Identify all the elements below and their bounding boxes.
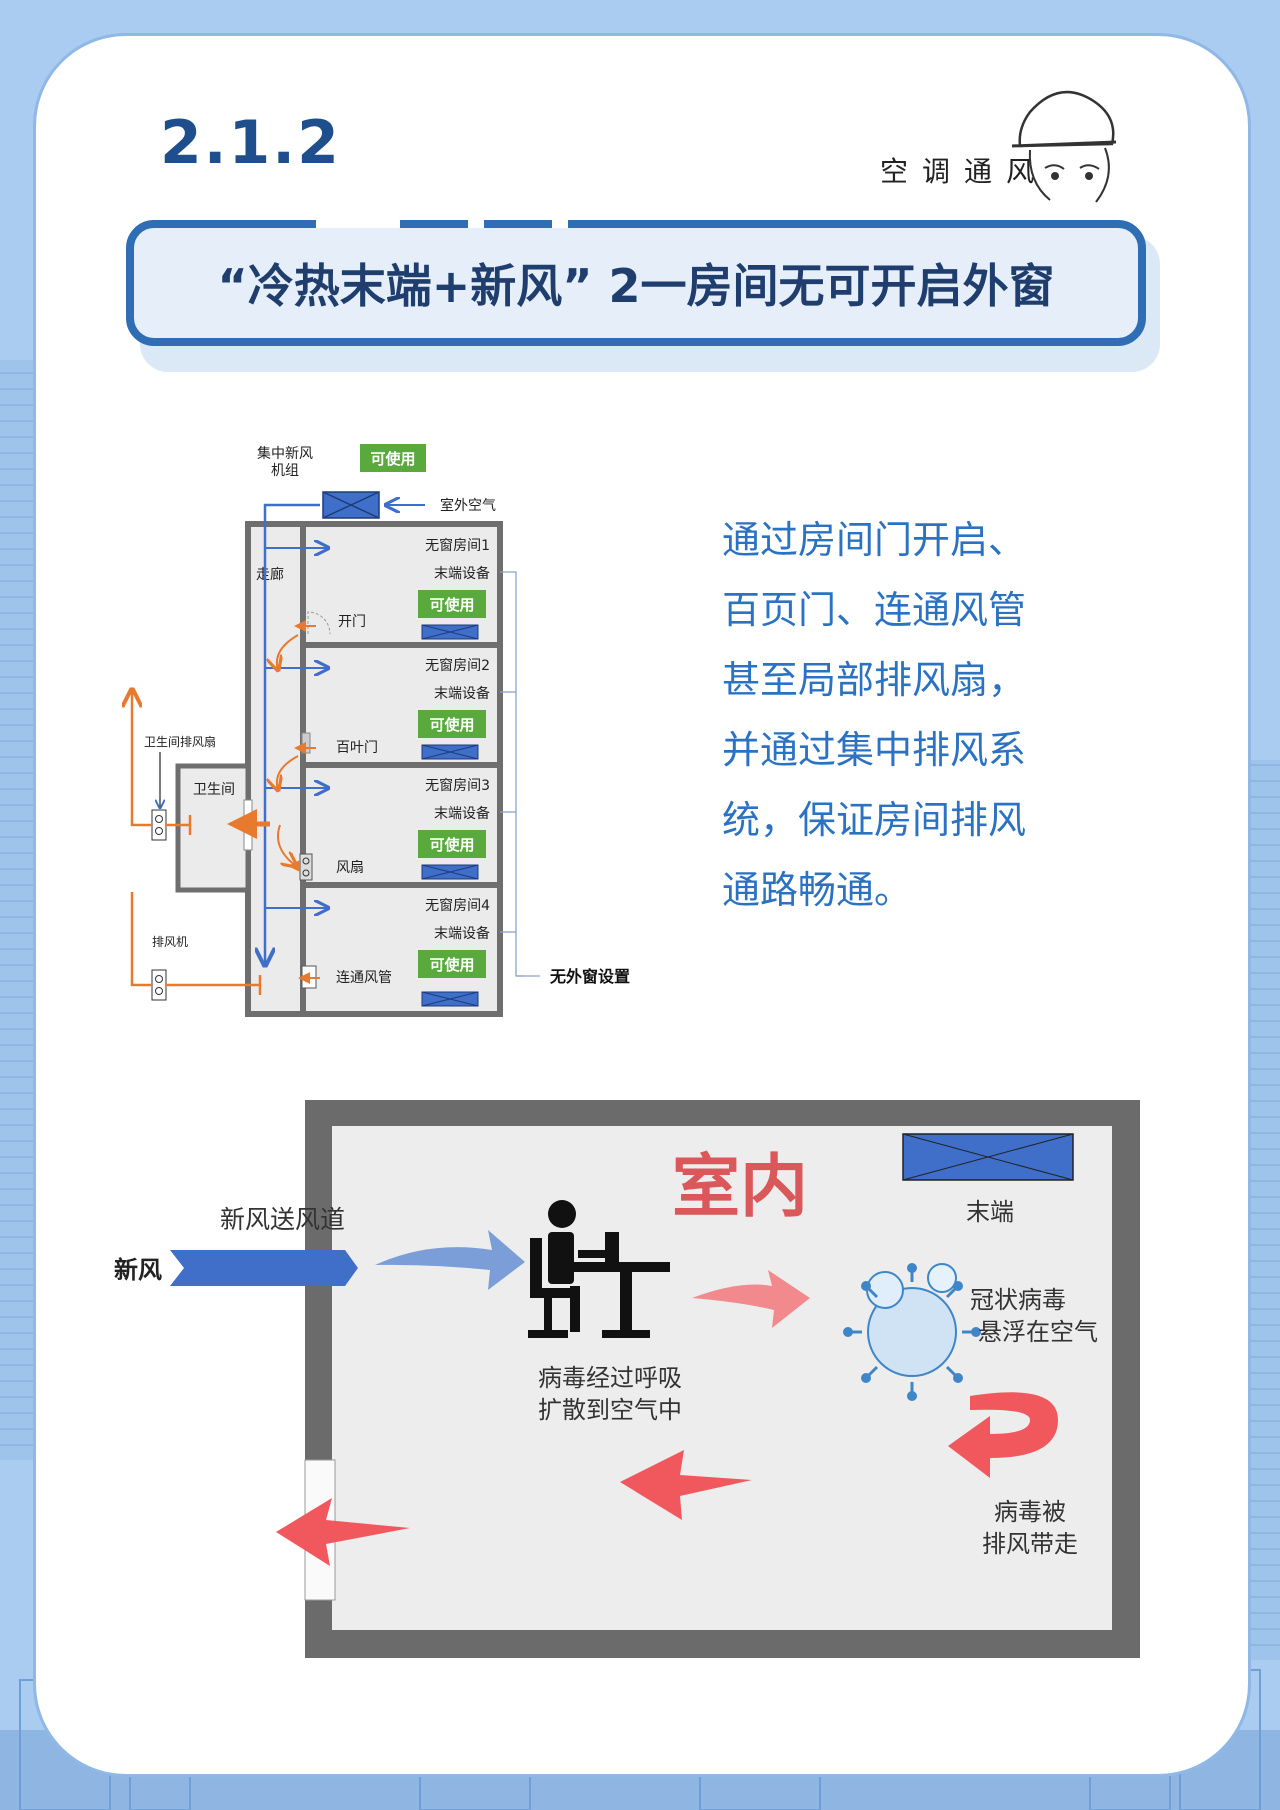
room-2: 无窗房间2 末端设备 可使用 百叶门 — [301, 657, 490, 760]
room-device: 末端设备 — [434, 685, 490, 702]
room-name: 无窗房间4 — [425, 897, 490, 914]
virus-removed-label: 病毒被 — [994, 1498, 1066, 1526]
room-name: 无窗房间1 — [425, 537, 490, 554]
unit-label: 集中新风 — [257, 445, 313, 462]
page-title: “冷热末端+新风” 2一房间无可开启外窗 — [217, 259, 1055, 313]
virus-spread-label: 病毒经过呼吸 — [538, 1364, 682, 1392]
title-box — [126, 220, 1146, 346]
title-frame-gap — [316, 214, 400, 228]
room-device: 末端设备 — [434, 805, 490, 822]
no-window-label: 无外窗设置 — [549, 967, 630, 986]
description-line: 统，保证房间排风 — [722, 798, 1027, 842]
description-line: 通过房间门开启、 — [722, 518, 1027, 562]
room-name: 无窗房间2 — [425, 657, 490, 674]
virus-spread-label: 扩散到空气中 — [538, 1396, 682, 1424]
room-airflow-diagram: 室内 末端 新风送风道 新风 病毒经过呼吸 扩散到空气中 — [114, 1100, 1140, 1658]
inflow-arrow — [375, 1230, 525, 1290]
available-badge — [360, 444, 426, 472]
room-interior — [332, 1126, 1112, 1630]
exhaust-fan-label: 排风机 — [152, 935, 188, 949]
room-opening: 风扇 — [336, 860, 364, 876]
room-1: 无窗房间1 末端设备 可使用 开门 — [307, 537, 490, 640]
fresh-air-label: 新风 — [114, 1256, 162, 1284]
supply-duct-label: 新风送风道 — [220, 1205, 345, 1234]
coronavirus-icon — [843, 1263, 981, 1401]
room-name: 无窗房间3 — [425, 777, 490, 794]
room-opening: 连通风管 — [336, 970, 392, 986]
description-line: 通路畅通。 — [722, 868, 913, 912]
outdoor-air-label: 室外空气 — [440, 497, 496, 514]
exhaust-arrow — [620, 1450, 752, 1520]
room-badge: 可使用 — [429, 956, 474, 974]
logo-text: 空调通风 — [880, 155, 1049, 188]
description-line: 甚至局部排风扇， — [722, 658, 1027, 702]
section-number: 2.1.2 — [160, 108, 341, 178]
title-frame-gap — [552, 214, 568, 228]
room-badge: 可使用 — [429, 596, 474, 614]
terminal-label: 末端 — [966, 1198, 1014, 1226]
exhaust-fan-icon — [151, 969, 167, 1001]
available-badge-label: 可使用 — [370, 450, 415, 468]
toilet-label: 卫生间 — [193, 782, 235, 798]
room-device: 末端设备 — [434, 925, 490, 942]
unit-label: 机组 — [271, 463, 299, 479]
room-opening: 开门 — [338, 614, 366, 630]
room-device: 末端设备 — [434, 565, 490, 582]
exhaust-out-arrow — [276, 1498, 410, 1566]
description: 通过房间门开启、 百页门、连通风管 甚至局部排风扇， 并通过集中排风系 统，保证… — [722, 505, 1052, 925]
title-frame-gap — [468, 214, 484, 228]
u-turn-arrow — [948, 1392, 1058, 1478]
room-badge: 可使用 — [429, 836, 474, 854]
virus-float-label: 冠状病毒 — [970, 1286, 1066, 1314]
person-at-desk-icon — [528, 1200, 670, 1338]
room-badge: 可使用 — [429, 716, 474, 734]
toilet-fan-icon — [151, 809, 167, 841]
indoor-label: 室内 — [672, 1148, 808, 1227]
corridor-label: 走廊 — [256, 566, 284, 583]
room-opening: 百叶门 — [336, 740, 378, 756]
virus-removed-label: 排风带走 — [982, 1530, 1078, 1558]
fresh-air-duct-arrow — [170, 1250, 358, 1286]
background-building-left — [0, 360, 40, 1460]
description-line: 并通过集中排风系 — [722, 728, 1027, 772]
floor-plan-diagram: 集中新风 机组 可使用 室外空气 走廊 无窗房间1 末端设备 可使用 开门 无窗… — [120, 444, 630, 1017]
spread-arrow — [692, 1270, 810, 1328]
room-3: 无窗房间3 末端设备 可使用 风扇 — [299, 777, 490, 881]
toilet-fan-label: 卫生间排风扇 — [144, 734, 216, 749]
logo: 空调通风 — [880, 72, 1140, 208]
helmet-character-icon — [1011, 90, 1117, 203]
description-line: 百页门、连通风管 — [722, 588, 1027, 632]
virus-float-label: 悬浮在空气 — [978, 1318, 1098, 1346]
